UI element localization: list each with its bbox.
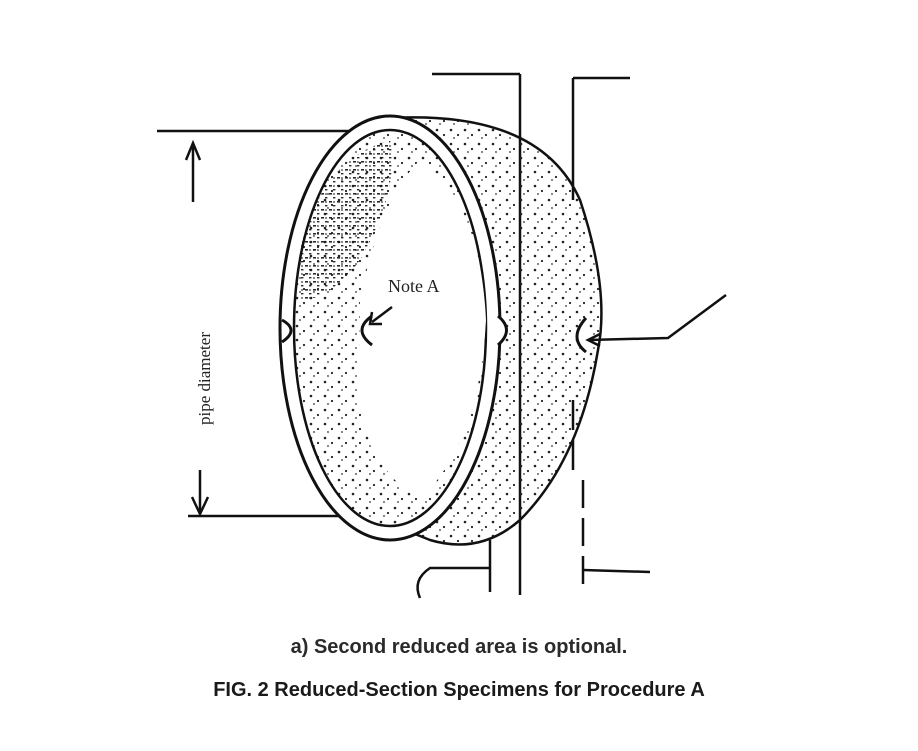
note-a-arrow [368, 306, 393, 326]
notch-leader-line [585, 293, 727, 348]
figure-caption: FIG. 2 Reduced-Section Specimens for Pro… [213, 679, 705, 701]
ring-specimen [278, 114, 603, 546]
pipe-diameter-label: pipe diameter [195, 332, 214, 425]
note-a-label: Note A [388, 276, 440, 296]
figure-note: a) Second reduced area is optional. [290, 636, 628, 658]
